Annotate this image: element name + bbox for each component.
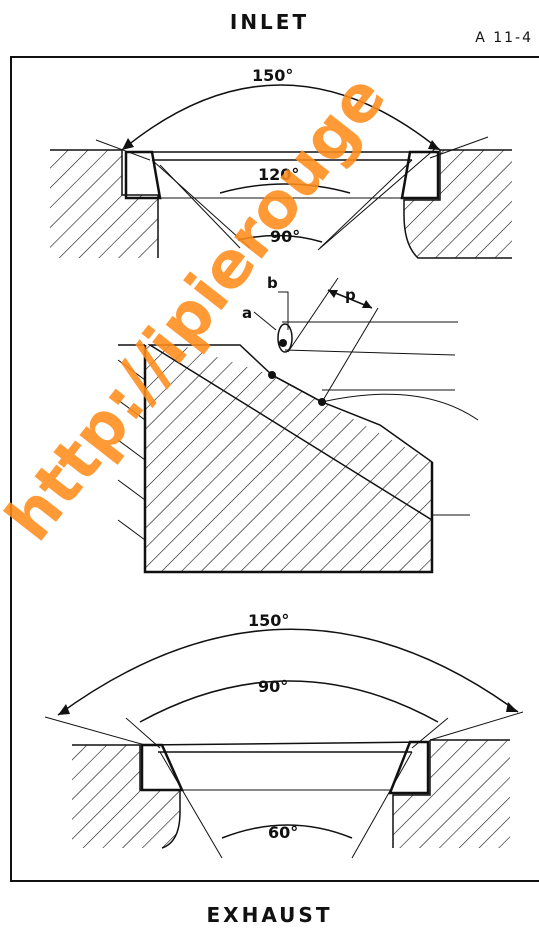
exhaust-right-seat-insert [388,740,430,795]
inlet-angle-90-label: 90° [270,227,300,246]
inlet-150-arc [121,84,441,151]
exhaust-150-arc [57,628,519,716]
detail-label-p: p [345,286,356,304]
exhaust-right-head-block [393,740,510,848]
diagram-frame [10,56,539,882]
exhaust-angle-60-label: 60° [268,823,298,842]
seat-detail-section [117,277,479,574]
inlet-section [50,84,512,259]
exhaust-angle-90-label: 90° [258,677,288,696]
inlet-left-head-block [50,150,158,258]
inlet-right-head-block [404,150,512,258]
detail-label-b: b [267,274,278,292]
detail-seat-insert [147,344,433,522]
exhaust-angle-150-label: 150° [248,611,289,630]
inlet-angle-150-label: 150° [252,66,293,85]
exhaust-title: EXHAUST [206,903,333,927]
figure-reference: A 11-4 [475,30,533,46]
exhaust-90-arc [139,680,439,723]
inlet-right-seat-insert [400,150,440,200]
point-a-marker [279,339,287,347]
exhaust-left-head-block [72,745,180,848]
exhaust-section [44,628,524,859]
detail-seat-block [145,345,432,572]
inlet-angle-120-label: 120° [258,165,299,184]
point-b-marker [268,371,276,379]
inlet-left-seat-insert [124,150,162,200]
inlet-title: INLET [229,10,310,34]
detail-label-a: a [242,304,252,322]
